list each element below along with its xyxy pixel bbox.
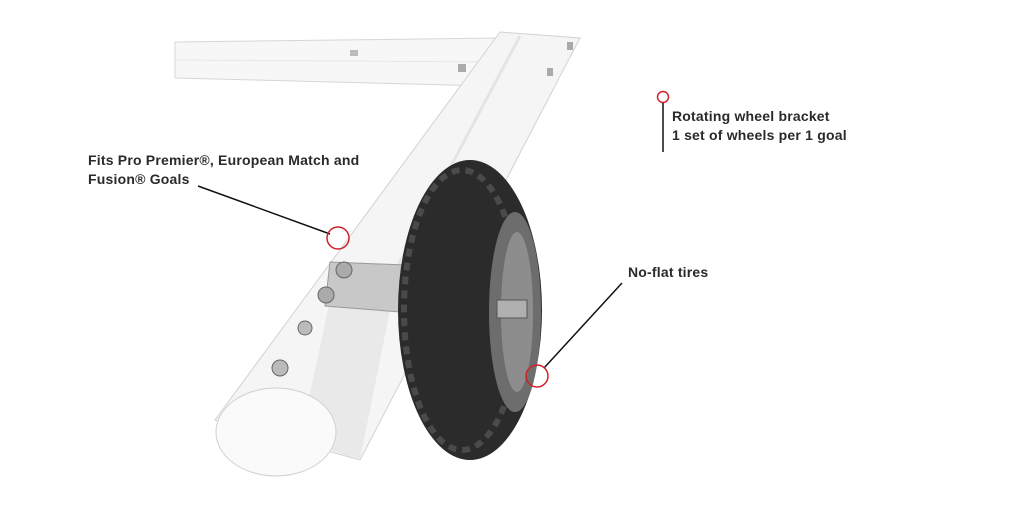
callout-goals (197, 185, 350, 250)
callout-bracket (656, 90, 670, 152)
goals-label: Fits Pro Premier®, European Match and Fu… (88, 151, 359, 189)
tires-label: No-flat tires (628, 263, 708, 282)
bracket-label: Rotating wheel bracket 1 set of wheels p… (672, 107, 847, 145)
goals-label-line1: Fits Pro Premier®, European Match and (88, 152, 360, 168)
tires-label-line1: No-flat tires (628, 264, 709, 280)
wheel-bracket (271, 261, 406, 377)
goal-post-tube (214, 31, 581, 477)
goal-crossbar (174, 37, 501, 87)
goals-label-line2: Fusion® Goals (88, 171, 190, 187)
bracket-label-line2: 1 set of wheels per 1 goal (672, 127, 847, 143)
bracket-label-line1: Rotating wheel bracket (672, 108, 830, 124)
no-flat-tire (398, 160, 542, 460)
callout-tires (525, 282, 623, 388)
